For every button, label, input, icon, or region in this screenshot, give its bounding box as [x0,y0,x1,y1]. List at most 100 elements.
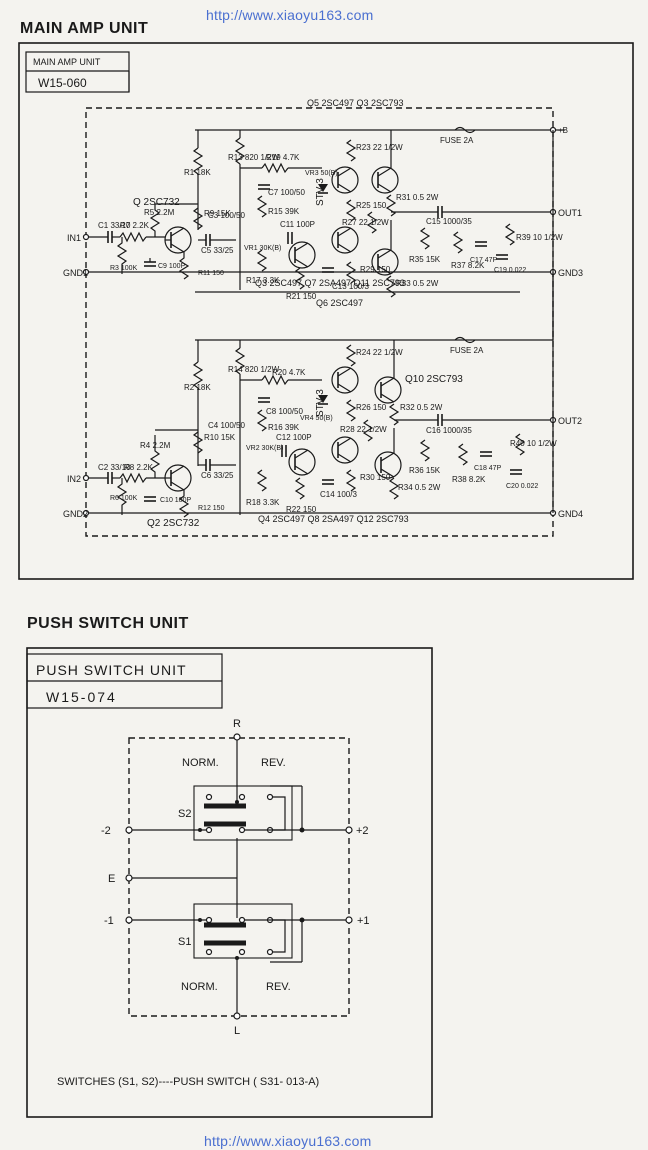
push-switch-footer: SWITCHES (S1, S2)----PUSH SWITCH ( S31- … [57,1076,319,1088]
terminal-plus1 [345,916,353,924]
ch1-top-transistors: Q5 2SC497 Q3 2SC793 [307,98,404,108]
watermark-top: http://www.xiaoyu163.com [206,7,374,23]
ch1-c13-label: C13 100/3 [332,282,369,291]
terminal-l-label: L [234,1025,240,1037]
ch2-r4-label: R4 2.2M [140,441,171,450]
ch2-q12-transistor [374,451,402,479]
ch2-r28-label: R28 22 1/2W [340,425,387,434]
push-switch-box-code: W15-074 [46,689,117,705]
terminal-minus1-label: -1 [104,915,114,927]
ch2-q4-transistor [288,448,316,476]
ch1-gnd-in-terminal [82,268,90,276]
ch1-r5-label: R5 2.2M [144,208,175,217]
ch2-bottom-transistors: Q4 2SC497 Q8 2SA497 Q12 2SC793 [258,514,409,524]
ch1-c11-label: C11 100P [280,220,315,229]
ch2-c10-label: C10 100P [160,497,191,504]
channel-2: FUSE 2A IN2 C2 33/10 R8 2.2K Q2 2SC732 R… [63,130,583,529]
terminal-minus2-label: -2 [101,825,111,837]
ch1-r13-label: R13 820 1/2W [228,153,280,162]
ch2-c8-label: C8 100/50 [266,407,303,416]
ch2-c12-label: C12 100P [276,433,312,442]
ch2-vr2-label: VR2 30K(B) [246,445,283,452]
ch1-c17-label: C17 47P [470,257,498,264]
ch2-r12-label: R12 150 [198,505,225,512]
ch1-c3-label: C3 100/50 [208,211,245,220]
terminal-l [233,1012,241,1020]
ch2-input-terminal [82,474,90,482]
ch2-diode-label: STV-3 [315,389,326,417]
ch2-r38-label: R38 8.2K [452,475,486,484]
ch1-r15-label: R15 39K [268,207,300,216]
rev-bottom-label: REV. [266,981,291,993]
ch2-q6-transistor [331,366,359,394]
ch1-r9-label: R9 15K [204,209,231,218]
ch1-c19-label: C19 0.022 [494,267,526,274]
terminal-minus2 [125,826,133,834]
ch2-q-left-label: Q2 2SC732 [147,518,200,529]
ch2-r24-label: R24 22 1/2W [356,348,403,357]
ch1-q7-transistor [331,226,359,254]
terminal-r [233,733,241,741]
ch1-r39-label: R39 10 1/2W [516,233,563,242]
ch2-r8 [119,472,147,484]
ch1-r3-label: R3 100K [110,265,138,272]
ch2-gnd-in-label: GND2 [63,509,88,519]
ch2-c6-label: C6 33/25 [201,471,234,480]
ch1-c1: C1 33/10 [98,221,131,230]
norm-top-label: NORM. [182,757,219,769]
ch1-r37-label: R37 8.2K [451,261,485,270]
ch2-gnd-in-terminal [82,509,90,517]
ch2-r34-label: R34 0.5 2W [398,483,441,492]
ch2-q-right-label: Q10 2SC793 [405,374,463,385]
ch1-r33-label: R33 0.5 2W [396,279,439,288]
push-switch-dashed-boundary [128,737,350,1017]
ch1-r29-label: R29 150 [360,265,391,274]
s2-label: S2 [178,808,191,820]
ch2-r14-label: R14 820 1/2W [228,365,280,374]
rev-top-label: REV. [261,757,286,769]
ch1-r27-label: R27 22 1/2W [342,218,389,227]
ch2-fuse-label: FUSE 2A [450,346,484,355]
ch1-r1-label: R1 18K [184,168,211,177]
channel-1: Q5 2SC497 Q3 2SC793 +B FUSE 2A IN1 C1 33… [63,98,583,301]
ch2-c4-label: C4 100/50 [208,421,245,430]
ch2-r8-label: R8 2.2K [124,463,154,472]
ch1-c9-label: C9 100P [158,263,186,270]
ch1-q9-transistor [371,166,399,194]
main-amp-box-code: W15-060 [38,76,87,90]
ch1-r31-label: R31 0.5 2W [396,193,439,202]
ch1-gnd-in-label: GND1 [63,268,88,278]
norm-bottom-label: NORM. [181,981,218,993]
ch2-r2-label: R2 18K [184,383,211,392]
terminal-r-label: R [233,718,241,730]
ch2-r32-label: R32 0.5 2W [400,403,443,412]
ch2-r16-label: R16 39K [268,423,300,432]
ch1-r7 [119,231,147,243]
ch2-r30-label: R30 150 [360,473,391,482]
ch2-vr4-label: VR4 50(B) [300,415,333,422]
ch2-in-label: IN2 [67,474,81,484]
terminal-e-label: E [108,873,115,885]
terminal-plus1-label: +1 [357,915,370,927]
push-switch-frame [26,647,433,1118]
ch1-out-label: OUT1 [558,208,582,218]
ch1-r17-label: R17 3.3K [246,276,280,285]
ch2-q8-transistor [331,436,359,464]
ch2-r22-label: R22 150 [286,505,317,514]
ch2-c20-label: C20 0.022 [506,483,538,490]
main-amp-diagram: MAIN AMP UNIT W15-060 Q5 2SC497 Q3 2SC79… [18,42,634,580]
ch1-vplus-label: +B [558,126,568,135]
ch1-vr1-label: VR1 30K(B) [244,245,281,252]
main-amp-frame [18,42,634,580]
ch1-input-terminal [82,233,90,241]
ch1-c5-label: C5 33/25 [201,246,234,255]
ch1-vr3-label: VR3 50(B) [305,170,338,177]
ch2-r20-label: R20 4.7K [272,368,306,377]
s1-body [193,903,293,959]
ch2-r18-label: R18 3.3K [246,498,280,507]
ch1-q3-transistor [288,241,316,269]
ch1-diode-label: STV-3 [315,178,326,206]
ch1-in-label: IN1 [67,233,81,243]
push-switch-diagram: PUSH SWITCH UNIT W15-074 R L E NORM. REV… [26,647,433,1118]
